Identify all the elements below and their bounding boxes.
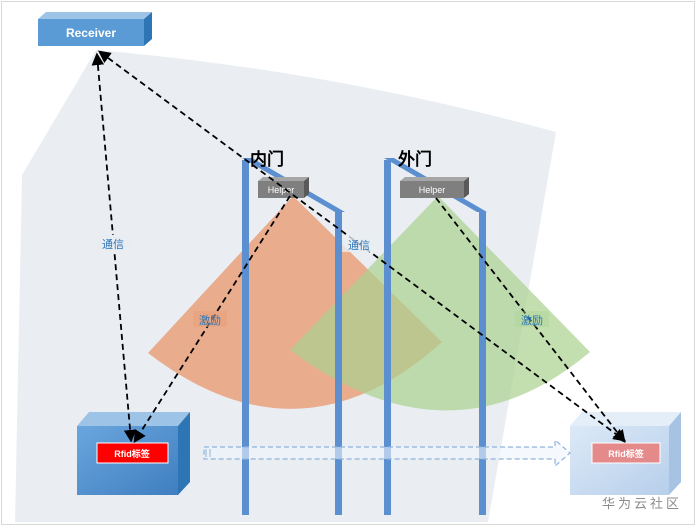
outer-helper-box: Helper <box>400 177 469 198</box>
comm-line-right-tag <box>97 50 627 442</box>
left-rfid-tag-label: Rfid标签 <box>114 448 150 459</box>
excite-line-outer <box>435 197 626 443</box>
comm-label-left: 通信 <box>102 238 124 251</box>
left-rfid-tag <box>96 442 169 464</box>
receiver-box: Receiver <box>38 12 152 46</box>
inner-helper-box: Helper <box>258 177 309 198</box>
excite-label-inner: 激励 <box>199 313 221 327</box>
right-rfid-tag-label: Rfid标签 <box>608 448 644 459</box>
comm-label-mid: 通信 <box>348 239 370 252</box>
right-rfid-tag <box>591 442 661 464</box>
receiver-label: Receiver <box>66 26 116 40</box>
watermark: 华为云社区 <box>602 496 682 511</box>
tag-movement-arrow <box>203 438 571 468</box>
left-tag-cube: Rfid标签 <box>77 412 190 495</box>
outer-gate-pillar-left <box>384 160 391 515</box>
right-tag-cube: Rfid标签 <box>570 412 681 495</box>
outer-helper-label: Helper <box>419 185 446 195</box>
inner-gate-pillar-right <box>335 212 342 515</box>
outer-gate-label: 外门 <box>398 149 432 169</box>
inner-gate-pillar-left <box>242 160 249 515</box>
excite-label-outer: 激励 <box>521 313 543 327</box>
